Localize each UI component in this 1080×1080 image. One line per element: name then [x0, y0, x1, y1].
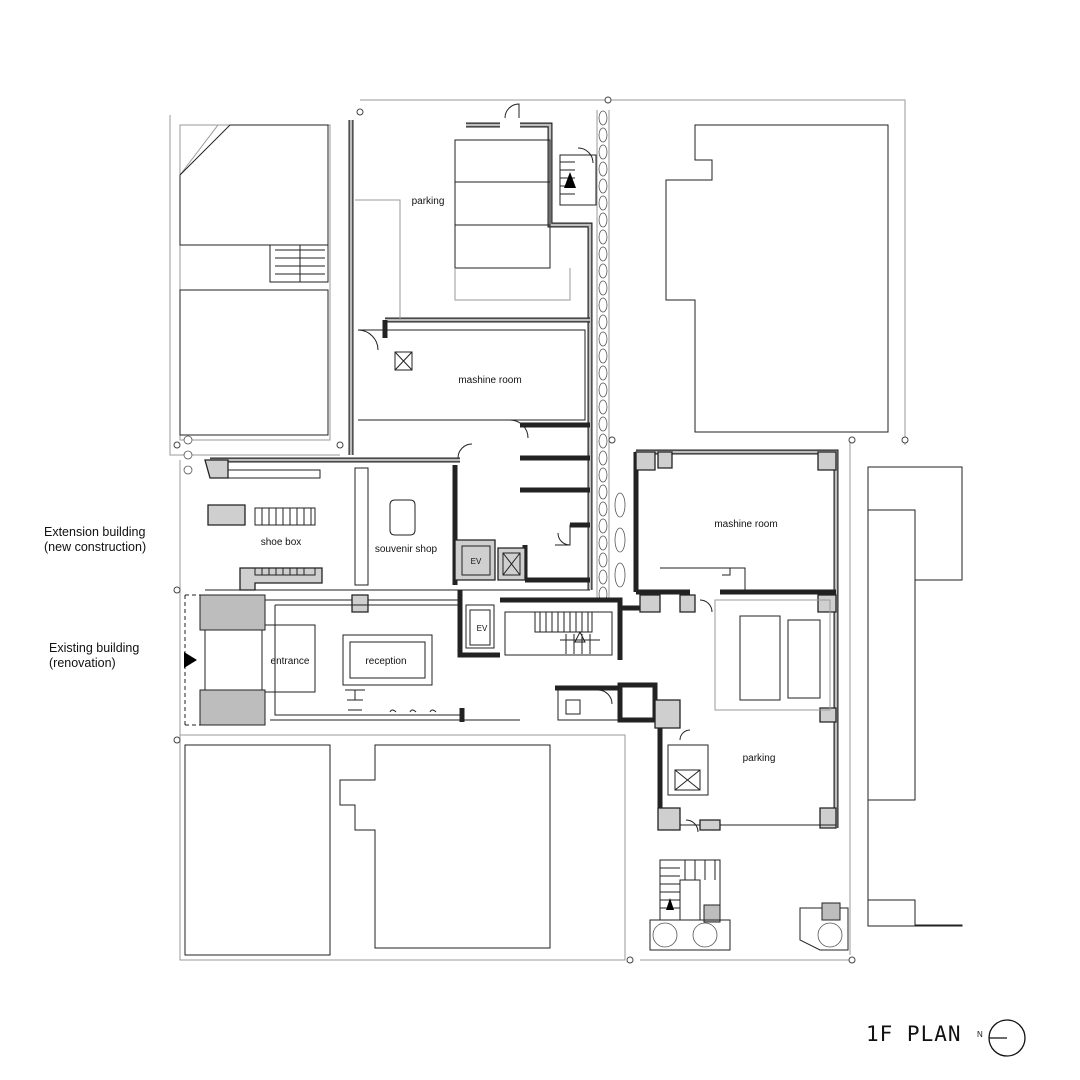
tree-icon: [692, 922, 718, 948]
shrub-icon: [598, 569, 608, 585]
grid-nodes: [173, 96, 909, 964]
stair-outside-nw: [269, 244, 329, 283]
shrub-icon: [598, 467, 608, 483]
shrub-icon: [598, 552, 608, 568]
grid-node: [848, 956, 856, 964]
toilet-area: [555, 682, 658, 723]
shrub-icon: [598, 127, 608, 143]
room-label-parking-north: parking: [412, 196, 445, 207]
grid-node: [901, 436, 909, 444]
shrub-icon: [598, 314, 608, 330]
grid-node: [604, 96, 612, 104]
extension-note-line-2: (new construction): [44, 540, 147, 554]
shrub-icon: [614, 492, 626, 518]
room-label-entrance: entrance: [271, 656, 310, 667]
tree-icon: [817, 922, 843, 948]
grid-node: [173, 586, 181, 594]
stair-north: [504, 103, 597, 206]
shrub-icon: [183, 435, 193, 445]
machine-room-north: [357, 329, 586, 439]
shrub-icon: [598, 110, 608, 126]
shrub-icon: [598, 280, 608, 296]
stair-outside-se: [649, 859, 731, 951]
extension-walls: [210, 120, 593, 590]
grid-node: [173, 736, 181, 744]
extension-building-note: Extension building (new construction): [44, 525, 146, 555]
room-label-parking-east: parking: [743, 753, 776, 764]
existing-note-line-1: Existing building: [49, 641, 140, 655]
parking-north-area: [355, 139, 571, 320]
shrub-icon: [598, 484, 608, 500]
shrub-icon: [598, 195, 608, 211]
shrub-icon: [598, 382, 608, 398]
room-label-souvenir-shop: souvenir shop: [375, 544, 438, 555]
shrub-icon: [598, 263, 608, 279]
shrub-icon: [598, 433, 608, 449]
shrub-icon: [598, 399, 608, 415]
triangle-right-icon: [184, 652, 197, 668]
shrub-icon: [614, 527, 626, 553]
shrub-icon: [598, 416, 608, 432]
site-outlines: [169, 99, 963, 961]
planting-strip: [183, 110, 843, 948]
grid-node: [356, 108, 364, 116]
shrub-icon: [598, 161, 608, 177]
grid-node: [336, 441, 344, 449]
elevator-label-1: EV: [471, 557, 482, 566]
north-label: N: [977, 1030, 983, 1039]
souvenir-shop-area: [354, 443, 590, 586]
grid-node: [173, 441, 181, 449]
elevator-label-2: EV: [477, 624, 488, 633]
shrub-icon: [598, 297, 608, 313]
shrub-icon: [598, 348, 608, 364]
shrub-icon: [183, 465, 193, 475]
shoe-box-area: [204, 459, 323, 591]
core-east: [654, 699, 721, 833]
shrub-icon: [598, 246, 608, 262]
arrow-up-icon: [564, 172, 576, 188]
shrub-icon: [598, 518, 608, 534]
planter-se: [799, 902, 849, 951]
shrub-icon: [598, 535, 608, 551]
extension-note-line-1: Extension building: [44, 525, 146, 539]
shrub-icon: [598, 501, 608, 517]
grid-node: [608, 436, 616, 444]
shrub-icon: [598, 331, 608, 347]
arrow-up-icon: [666, 898, 674, 910]
room-label-reception: reception: [365, 656, 406, 667]
shrub-icon: [614, 562, 626, 588]
shrub-icon: [598, 365, 608, 381]
elevator-block-ext: [454, 539, 526, 581]
room-label-machine-room-east: mashine room: [714, 519, 777, 530]
parking-east-area: [660, 599, 836, 826]
shrub-icon: [598, 144, 608, 160]
shrub-icon: [183, 450, 193, 460]
north-arrow-icon: [988, 1019, 1026, 1057]
shrub-icon: [598, 229, 608, 245]
grid-node: [848, 436, 856, 444]
shrub-icon: [598, 450, 608, 466]
grid-node: [626, 956, 634, 964]
shrub-icon: [598, 212, 608, 228]
room-label-machine-room-north: mashine room: [458, 375, 521, 386]
existing-building-note: Existing building (renovation): [49, 641, 139, 671]
tree-icon: [652, 922, 678, 948]
shrub-icon: [598, 178, 608, 194]
room-label-shoe-box: shoe box: [261, 537, 302, 548]
existing-note-line-2: (renovation): [49, 656, 116, 670]
plan-title: 1F PLAN: [866, 1022, 962, 1046]
east-walls: [617, 449, 839, 829]
